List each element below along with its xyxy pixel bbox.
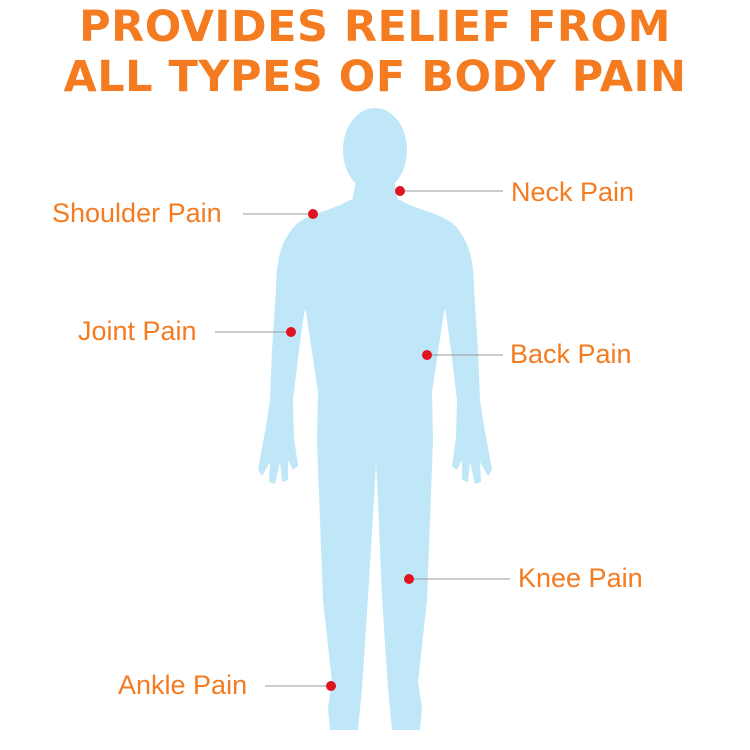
human-silhouette — [258, 108, 492, 730]
joint-pain-label: Joint Pain — [78, 316, 197, 346]
shoulder-pain-marker — [308, 209, 318, 219]
left-arm — [258, 232, 306, 484]
headline: PROVIDES RELIEF FROM ALL TYPES OF BODY P… — [0, 2, 750, 102]
joint-pain-marker — [286, 327, 296, 337]
neck-pain-label: Neck Pain — [511, 177, 635, 207]
back-pain-marker — [422, 350, 432, 360]
ankle-pain-label: Ankle Pain — [118, 670, 248, 700]
neck-pain-marker — [395, 186, 405, 196]
leader-lines — [215, 190, 510, 687]
knee-pain-marker — [404, 574, 414, 584]
headline-line-2: ALL TYPES OF BODY PAIN — [63, 52, 687, 102]
knee-pain-label: Knee Pain — [518, 563, 643, 593]
head — [343, 108, 407, 192]
torso-and-legs — [283, 200, 467, 730]
right-arm — [444, 232, 492, 484]
shoulder-pain-label: Shoulder Pain — [52, 198, 222, 228]
headline-line-1: PROVIDES RELIEF FROM — [79, 2, 671, 52]
back-pain-label: Back Pain — [510, 339, 632, 369]
pain-markers — [286, 186, 432, 691]
ankle-pain-marker — [326, 681, 336, 691]
